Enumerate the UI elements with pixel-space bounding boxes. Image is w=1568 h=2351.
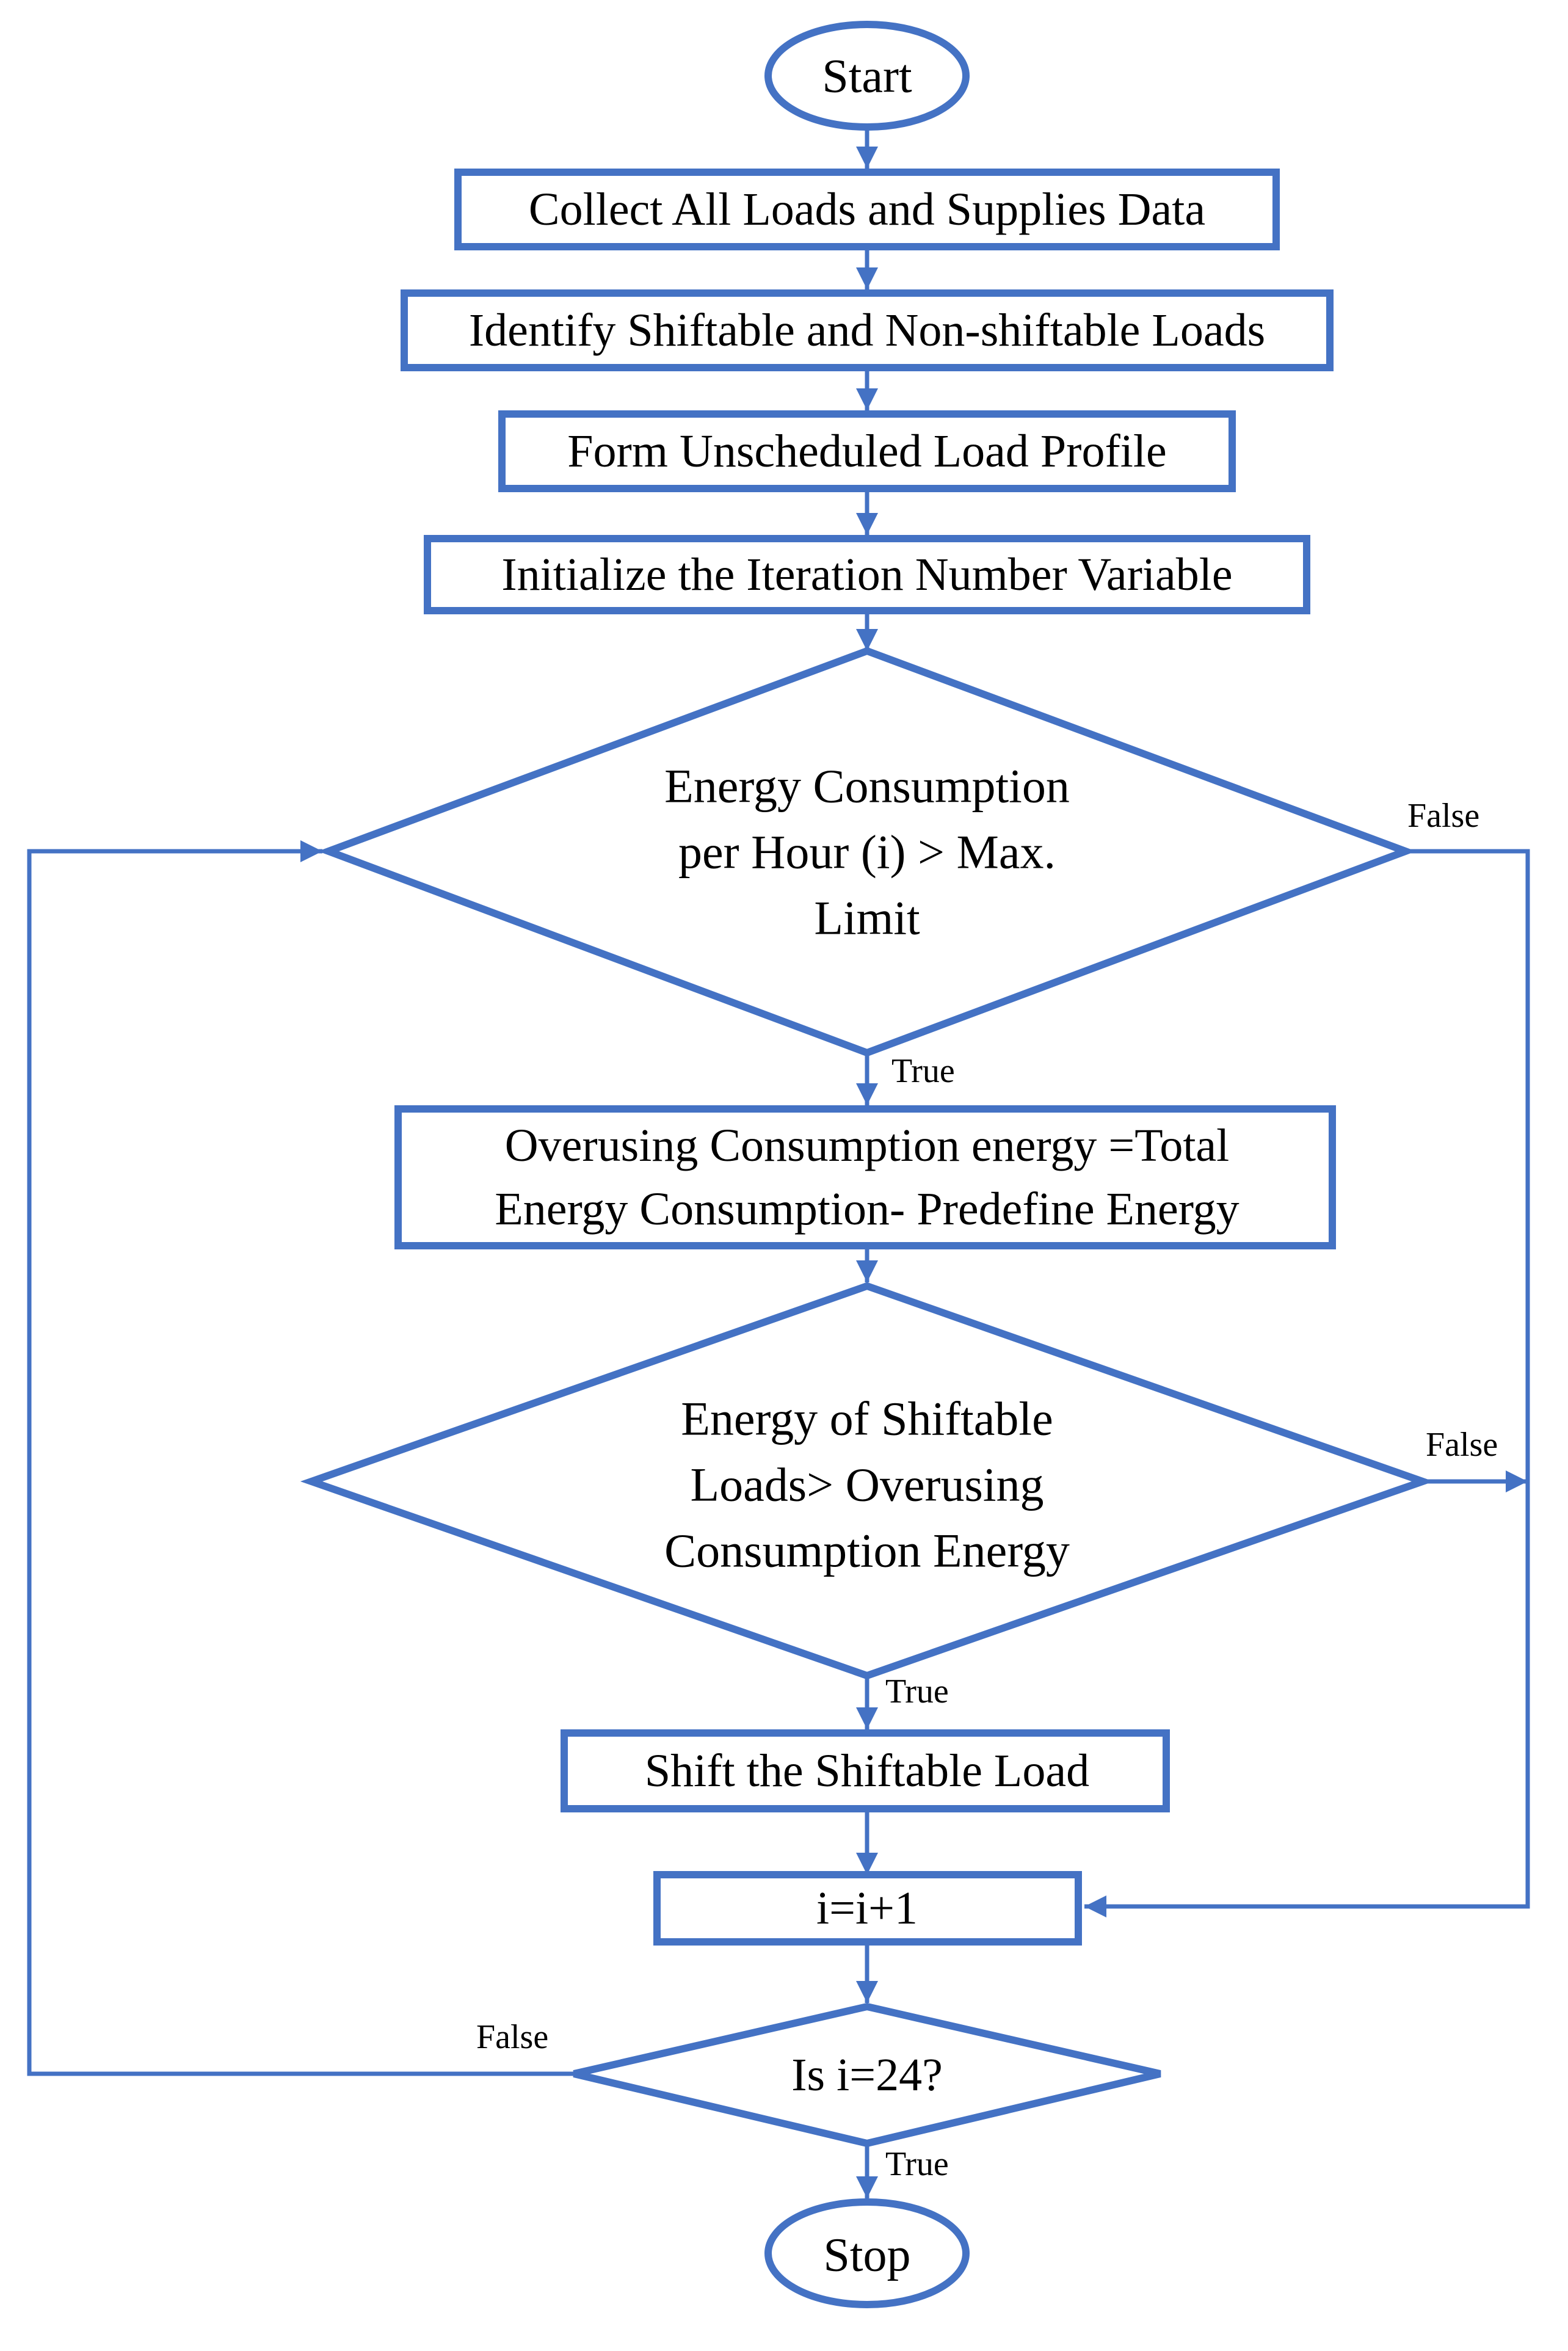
decision2-diamond [300, 1282, 1434, 1680]
start-label: Start [822, 49, 912, 103]
form-label: Form Unscheduled Load Profile [567, 426, 1166, 477]
arrow-decision3-false-loop [27, 840, 574, 2076]
init-process-box [424, 535, 1310, 614]
decision3-true-label: True [885, 2145, 949, 2183]
shift-label: Shift the Shiftable Load [645, 1745, 1089, 1797]
collect-label: Collect All Loads and Supplies Data [529, 184, 1205, 235]
decision1-line-3: Limit [814, 892, 920, 945]
stop-terminal [764, 2198, 970, 2308]
decision3-false-label: False [476, 2018, 548, 2056]
decision1-true-label: True [891, 1052, 955, 1090]
stop-label: Stop [823, 2228, 910, 2281]
decision1-diamond [318, 647, 1417, 1057]
overusing-line-1: Overusing Consumption energy =Total [505, 1120, 1230, 1171]
form-process-box [498, 410, 1236, 492]
overusing-line-2: Energy Consumption- Predefine Energy [495, 1183, 1239, 1235]
connectors [27, 127, 1530, 2198]
decision3-label: Is i=24? [791, 2049, 943, 2101]
overusing-process-box [394, 1105, 1336, 1249]
collect-process-box [454, 169, 1280, 250]
identify-process-box [401, 289, 1334, 371]
shift-process-box [561, 1729, 1170, 1812]
decision2-line-1: Energy of Shiftable [681, 1392, 1053, 1445]
identify-label: Identify Shiftable and Non-shiftable Loa… [469, 305, 1265, 356]
decision1-line-2: per Hour (i) > Max. [678, 826, 1056, 879]
start-terminal [764, 21, 970, 131]
increment-process-box [653, 1871, 1082, 1946]
node-labels: Start Collect All Loads and Supplies Dat… [469, 49, 1265, 2281]
decision2-false-label: False [1426, 1426, 1498, 1464]
arrow-decision1-false [1084, 849, 1530, 1917]
decision1-false-label: False [1407, 797, 1479, 835]
nodes [300, 21, 1434, 2308]
edge-labels: False True False True False True [476, 797, 1498, 2183]
decision2-line-2: Loads> Overusing [690, 1458, 1044, 1511]
init-label: Initialize the Iteration Number Variable [501, 549, 1232, 600]
increment-label: i=i+1 [816, 1883, 918, 1934]
decision1-line-1: Energy Consumption [664, 760, 1070, 813]
decision2-line-3: Consumption Energy [664, 1524, 1070, 1577]
decision3-diamond [573, 2002, 1161, 2148]
decision2-true-label: True [885, 1673, 949, 1710]
